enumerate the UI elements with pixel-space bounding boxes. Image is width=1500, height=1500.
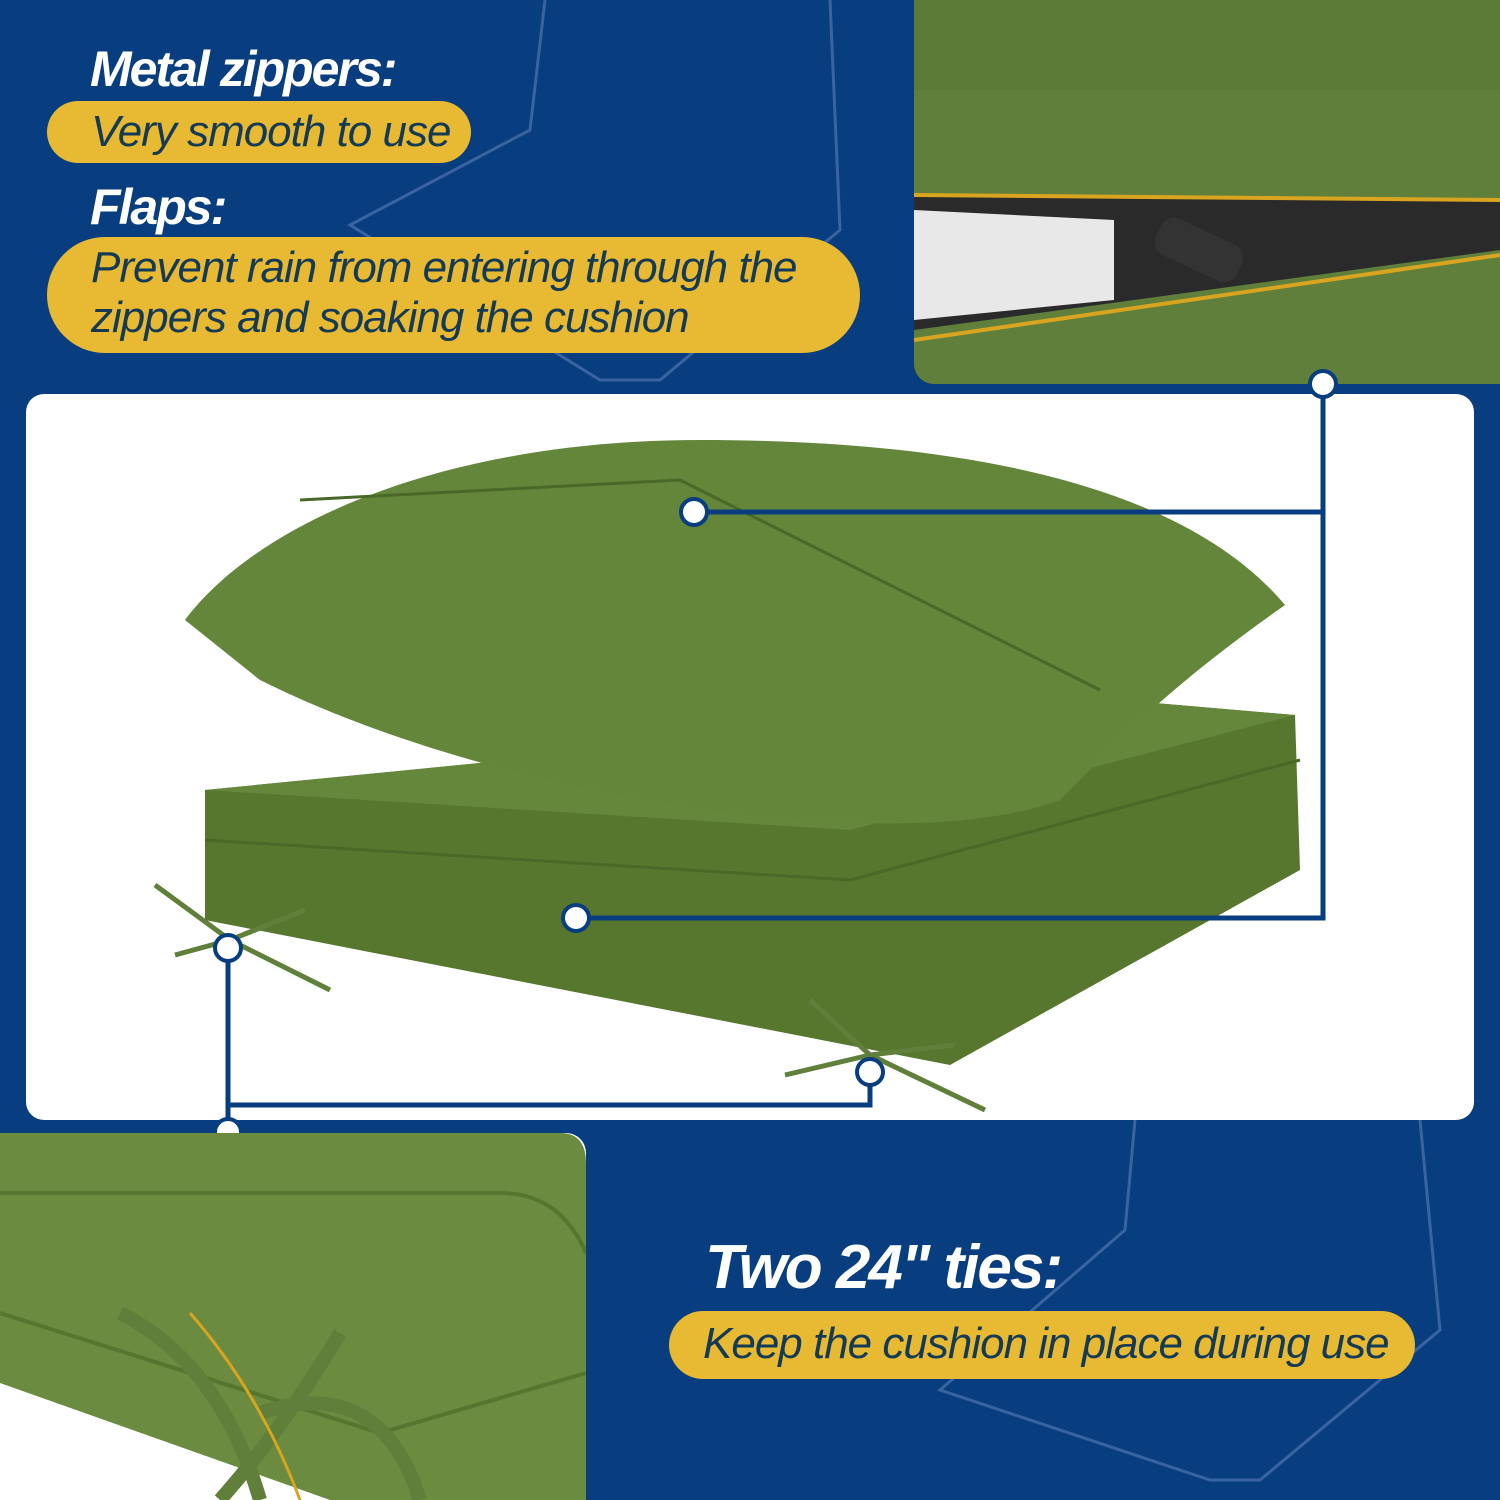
feature-desc-zippers: Very smooth to use (91, 107, 451, 156)
feature-title-ties: Two 24" ties: (705, 1233, 1063, 1302)
feature-title-flaps: Flaps: (90, 179, 227, 235)
callout-dot-seat-zipper (561, 903, 591, 933)
feature-title-zippers: Metal zippers: (90, 41, 397, 97)
tie-closeup-photo (0, 1133, 586, 1500)
callout-dot-zipper (1308, 369, 1338, 399)
feature-desc-flaps-line1: Prevent rain from entering through the (91, 243, 798, 292)
callout-dot-pillow-zipper (679, 497, 709, 527)
feature-desc-flaps-line2: zippers and soaking the cushion (91, 293, 690, 342)
feature-desc-ties: Keep the cushion in place during use (703, 1319, 1390, 1368)
zipper-closeup-photo (914, 0, 1500, 384)
feature-pill-flaps: Prevent rain from entering through the z… (47, 237, 860, 353)
callout-dot-tie-right (855, 1057, 885, 1087)
feature-pill-zippers: Very smooth to use (47, 101, 471, 163)
callout-dot-tie-left (213, 933, 243, 963)
feature-pill-ties: Keep the cushion in place during use (669, 1311, 1415, 1379)
